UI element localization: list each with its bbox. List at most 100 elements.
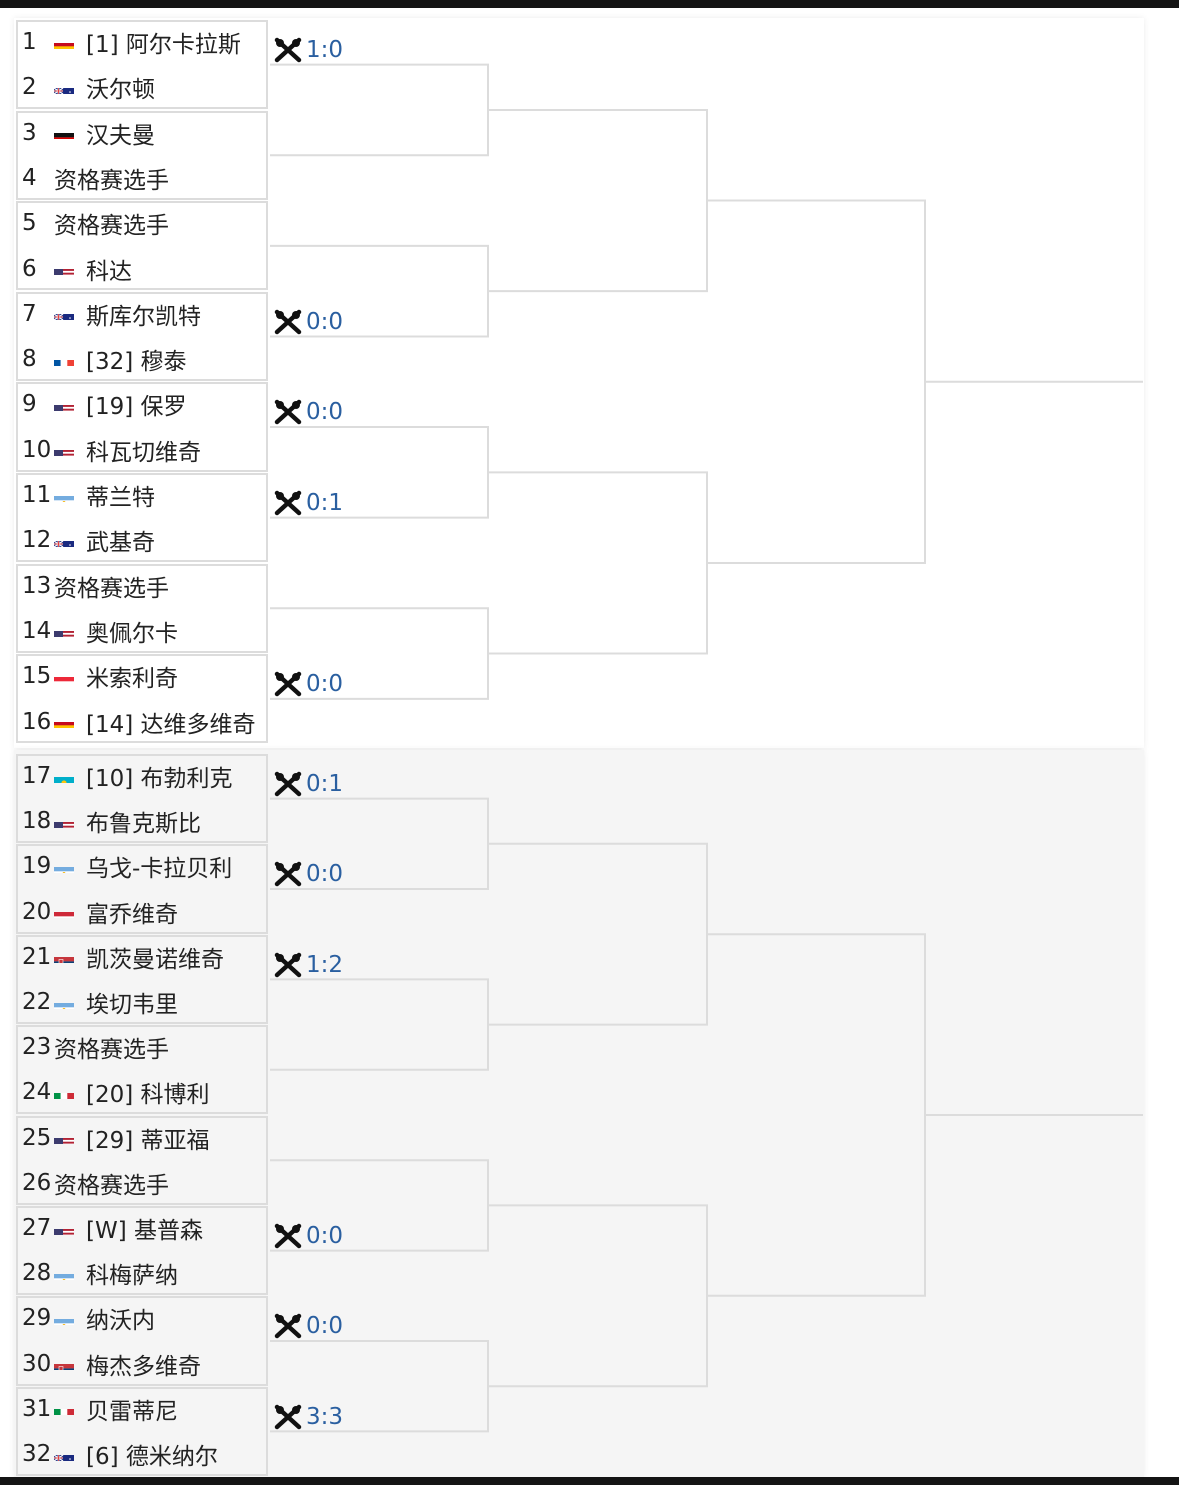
- round-2-connector: [270, 63, 489, 157]
- first-round-match[interactable]: [16, 844, 268, 934]
- crossed-rackets-icon: [274, 861, 302, 887]
- flag-usa-icon: [54, 443, 74, 457]
- player-row[interactable]: 25[29] 蒂亚福: [22, 1116, 268, 1160]
- first-round-match[interactable]: [16, 1296, 268, 1386]
- crossed-rackets-icon: [274, 1313, 302, 1339]
- player-name: 资格赛选手: [54, 167, 169, 194]
- draw-position-number: 17: [22, 763, 52, 789]
- player-row[interactable]: 5 资格赛选手: [22, 201, 268, 245]
- first-round-match[interactable]: [16, 473, 268, 563]
- flag-arg-icon: [54, 1267, 74, 1280]
- first-round-match[interactable]: [16, 934, 268, 1024]
- player-name: 米索利奇: [86, 666, 178, 693]
- draw-position-number: 7: [22, 300, 37, 327]
- match-score[interactable]: 1:0: [274, 35, 343, 65]
- score-text: 0:0: [306, 399, 344, 426]
- match-score[interactable]: 0:0: [274, 1221, 343, 1251]
- first-round-match[interactable]: [16, 1206, 268, 1296]
- match-score[interactable]: 0:1: [274, 488, 343, 518]
- flag-usa-icon: [54, 398, 74, 411]
- first-round-match[interactable]: [16, 291, 268, 382]
- player-name: [W] 基普森: [86, 1218, 203, 1244]
- draw-position-number: 32: [22, 1441, 52, 1467]
- crossed-rackets-icon: [274, 1223, 302, 1249]
- draw-position-number: 2: [22, 74, 37, 101]
- first-round-match[interactable]: [16, 201, 268, 291]
- player-name: 武基奇: [86, 530, 155, 557]
- flag-usa-icon: [54, 262, 74, 275]
- player-row[interactable]: 24[20] 科博利: [22, 1070, 268, 1114]
- match-score[interactable]: 0:0: [274, 1311, 343, 1341]
- draw-position-number: 20: [22, 898, 52, 925]
- player-row[interactable]: 9[19] 保罗: [22, 382, 268, 426]
- first-round-match[interactable]: [16, 382, 268, 472]
- round-4-connector: [707, 199, 926, 564]
- match-score[interactable]: 0:0: [274, 859, 343, 889]
- first-round-match[interactable]: [16, 1386, 268, 1476]
- first-round-match[interactable]: [16, 654, 268, 744]
- player-row[interactable]: 17[10] 布勃利克: [22, 754, 268, 798]
- match-score[interactable]: 0:1: [274, 769, 343, 799]
- first-round-match[interactable]: [16, 1025, 268, 1115]
- first-round-match[interactable]: [16, 563, 268, 653]
- player-row[interactable]: 16[14] 达维多维奇: [22, 700, 268, 744]
- player-name: 蒂兰特: [86, 485, 155, 511]
- first-round-match[interactable]: [16, 1115, 268, 1205]
- player-name: 汉夫曼: [86, 122, 155, 149]
- first-round-match[interactable]: [16, 754, 268, 844]
- player-name: 凯茨曼诺维奇: [86, 946, 224, 973]
- match-score[interactable]: 0:0: [274, 397, 343, 427]
- crossed-rackets-icon: [274, 1404, 302, 1430]
- flag-ita-icon: [54, 1086, 74, 1099]
- player-row[interactable]: 27 [W] 基普森: [22, 1206, 268, 1250]
- draw-position-number: 27: [22, 1215, 52, 1241]
- player-name: 资格赛选手: [54, 1172, 169, 1199]
- match-score[interactable]: 1:2: [274, 950, 343, 980]
- player-name: 沃尔顿: [86, 77, 155, 104]
- match-score[interactable]: 0:0: [274, 307, 343, 337]
- draw-position-number: 11: [22, 482, 52, 508]
- player-name: 资格赛选手: [54, 213, 169, 240]
- first-round-match[interactable]: [16, 110, 268, 200]
- crossed-rackets-icon: [274, 771, 302, 797]
- top-border: [0, 0, 1179, 8]
- player-name: 资格赛选手: [54, 1037, 169, 1064]
- flag-arg-icon: [54, 1312, 74, 1325]
- player-row[interactable]: 2 沃尔顿: [22, 65, 268, 109]
- match-score[interactable]: 0:0: [274, 669, 343, 699]
- player-row[interactable]: 32[6] 德米纳尔: [22, 1432, 268, 1476]
- crossed-rackets-icon: [274, 37, 302, 63]
- flag-aus-icon: [54, 1448, 74, 1461]
- player-name: 乌戈-卡拉贝利: [86, 856, 233, 883]
- first-round-match[interactable]: [16, 20, 268, 110]
- flag-esp-icon: [54, 715, 74, 728]
- match-score[interactable]: 3:3: [274, 1402, 343, 1432]
- score-text: 0:1: [306, 490, 344, 516]
- player-row[interactable]: 11 蒂兰特: [22, 473, 268, 517]
- player-row[interactable]: 1[1] 阿尔卡拉斯: [22, 20, 268, 64]
- player-name: 纳沃内: [86, 1308, 155, 1335]
- player-row[interactable]: 8[32] 穆泰: [22, 337, 268, 381]
- draw-position-number: 5: [22, 210, 37, 237]
- score-text: 0:1: [306, 771, 344, 797]
